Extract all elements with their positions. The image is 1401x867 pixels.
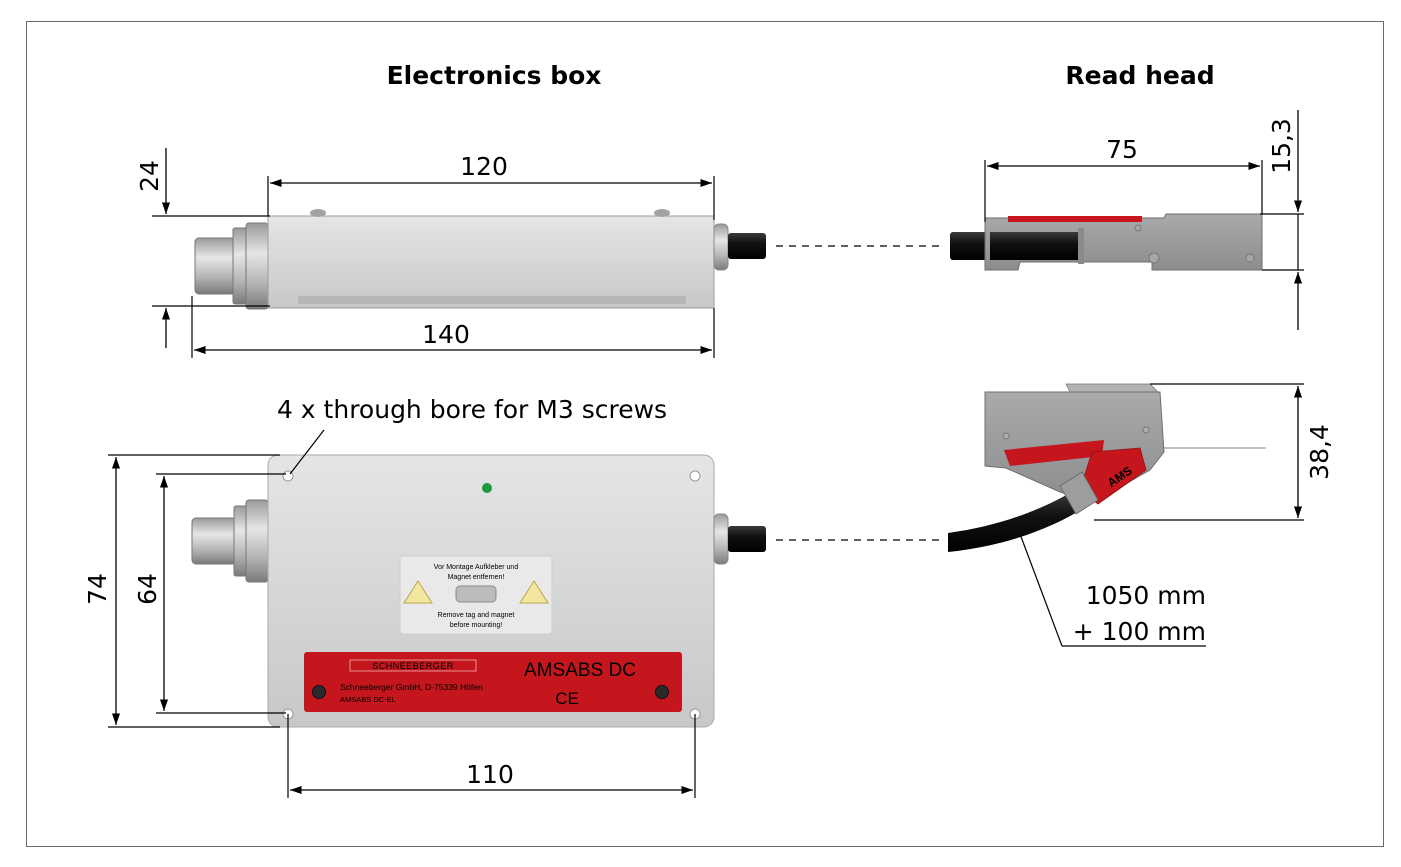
dim-74: 74 — [83, 454, 280, 728]
dim-24: 24 — [135, 148, 270, 348]
ce-mark: CE — [555, 689, 579, 708]
cable-length-callout: 1050 mm + 100 mm — [1019, 533, 1206, 647]
dim-110: 110 — [287, 714, 696, 798]
dim-140: 140 — [191, 296, 715, 358]
status-led-icon — [482, 483, 492, 493]
screw-icon — [655, 685, 669, 699]
dim-120-label: 120 — [460, 152, 508, 181]
company-line: Schneeberger GmbH, D-75339 Höfen — [340, 682, 483, 692]
brand-label: SCHNEEBERGER — [372, 661, 454, 671]
dim-24-label: 24 — [135, 160, 164, 192]
dim-15-3: 15,3 — [1267, 110, 1303, 330]
electronics-box-title: Electronics box — [387, 61, 602, 90]
read-head-title: Read head — [1065, 61, 1214, 90]
read-head-angled-view: AMS — [948, 383, 1266, 552]
cable-length-label-1: 1050 mm — [1086, 581, 1206, 610]
sticker-text-en-2: before mounting! — [450, 622, 503, 629]
dim-75-label: 75 — [1106, 135, 1138, 164]
dim-110-label: 110 — [466, 760, 514, 789]
dim-75: 75 — [984, 135, 1263, 222]
screw-icon — [312, 685, 326, 699]
sticker-text-en-1: Remove tag and magnet — [438, 612, 515, 619]
electronics-box-side-view — [194, 209, 766, 310]
product-name: AMSABS DC — [524, 660, 636, 681]
dim-15-3-label: 15,3 — [1267, 118, 1296, 174]
warning-triangle-icon — [403, 580, 433, 604]
sticker-text-de-2: Magnet entfernen! — [448, 574, 505, 581]
dim-38-4-label: 38,4 — [1305, 424, 1334, 480]
model-line: AMSABS DC-EL — [340, 695, 396, 704]
drawing-frame — [26, 21, 1384, 847]
warning-triangle-icon — [519, 580, 549, 604]
dim-140-label: 140 — [422, 320, 470, 349]
product-label: SCHNEEBERGER AMSABS DC Schneeberger GmbH… — [304, 652, 682, 712]
bore-callout-label: 4 x through bore for M3 screws — [277, 395, 667, 424]
dim-64-label: 64 — [133, 573, 162, 605]
sticker-text-de-1: Vor Montage Aufkleber und — [434, 564, 519, 571]
cable-length-label-2: + 100 mm — [1073, 617, 1206, 646]
bore-callout: 4 x through bore for M3 screws — [277, 395, 667, 475]
warning-sticker: Vor Montage Aufkleber und Magnet entfern… — [399, 555, 553, 635]
read-head-side-view — [950, 213, 1263, 271]
dim-64: 64 — [133, 473, 286, 714]
dim-120: 120 — [267, 152, 715, 220]
dim-74-label: 74 — [83, 573, 112, 605]
dim-38-4: 38,4 — [1293, 386, 1334, 518]
magnet-icon — [455, 585, 497, 603]
